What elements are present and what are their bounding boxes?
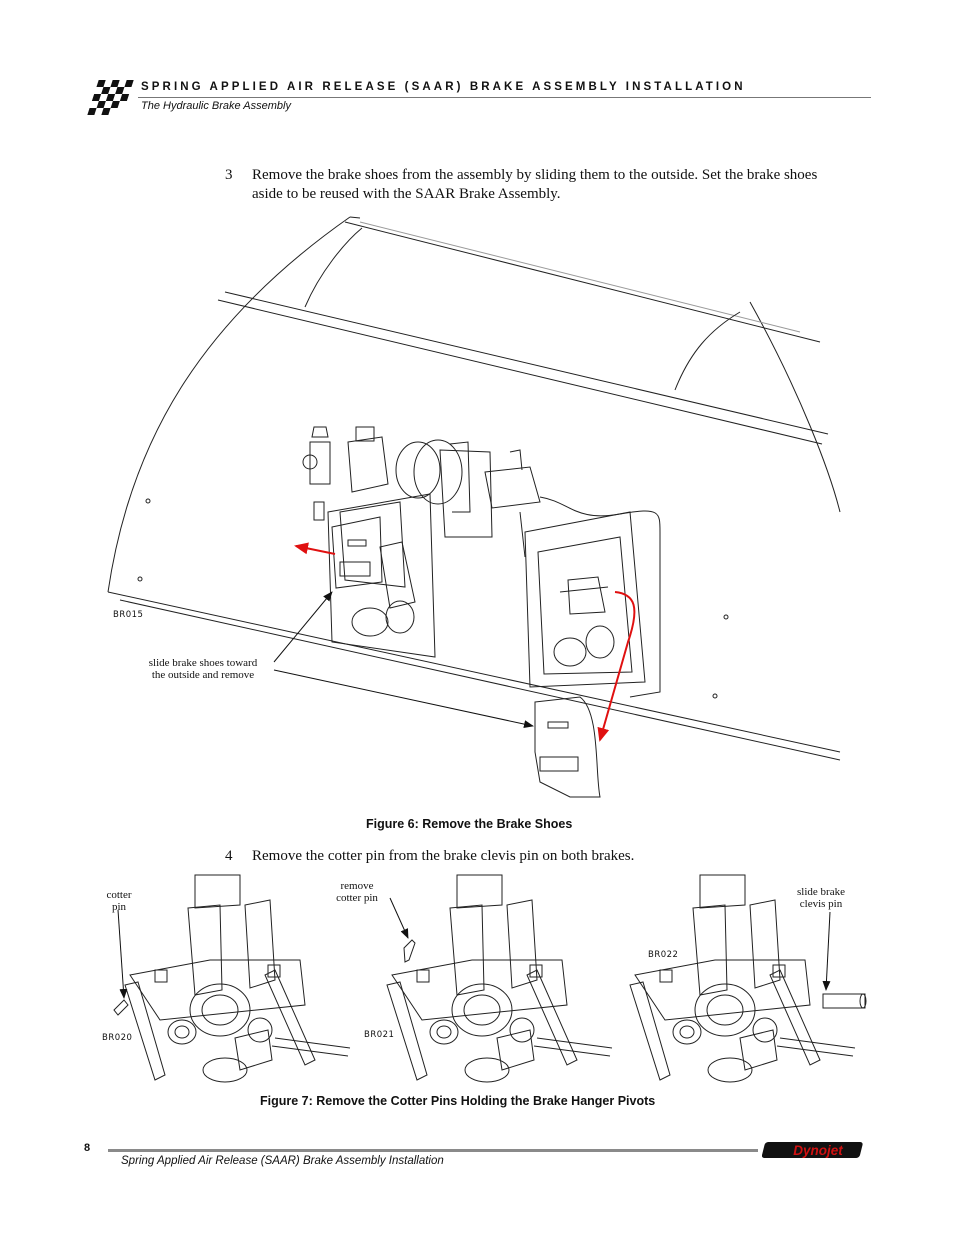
footer-divider <box>108 1149 758 1152</box>
figure-6-code: BR015 <box>113 610 144 620</box>
figure-7-code: BR020 <box>102 1033 133 1043</box>
callout-line: the outside and remove <box>151 669 255 681</box>
figure-7-label-cotter-pin: cotter pin <box>94 889 144 913</box>
figure-7-illustration <box>113 874 867 1083</box>
callout-line: remove <box>340 880 374 892</box>
step-3: 3 Remove the brake shoes from the assemb… <box>0 166 954 206</box>
figure-7-label-remove-cotter-pin: remove cotter pin <box>322 880 392 904</box>
logo-text: Dynojet <box>793 1143 843 1158</box>
checkered-flag-icon <box>87 80 134 115</box>
header-divider <box>138 97 871 98</box>
figure-6-callout: slide brake shoes toward the outside and… <box>128 657 278 681</box>
step-number: 3 <box>225 167 233 183</box>
callout-line: slide brake shoes toward <box>148 657 258 669</box>
step-text: Remove the brake shoes from the assembly… <box>252 167 818 202</box>
callout-line: cotter <box>106 889 132 901</box>
header-title: SPRING APPLIED AIR RELEASE (SAAR) BRAKE … <box>141 81 746 93</box>
figure-7-label-slide-clevis-pin: slide brake clevis pin <box>782 886 860 910</box>
figure-7-code: BR022 <box>648 950 679 960</box>
page-number: 8 <box>84 1142 91 1154</box>
dynojet-logo: Dynojet <box>762 1142 863 1158</box>
header-subtitle: The Hydraulic Brake Assembly <box>141 100 291 112</box>
footer-text: Spring Applied Air Release (SAAR) Brake … <box>121 1155 444 1167</box>
step-number: 4 <box>225 848 233 864</box>
callout-line: pin <box>111 901 127 913</box>
callout-line: clevis pin <box>799 898 843 910</box>
figure-7-caption: Figure 7: Remove the Cotter Pins Holding… <box>260 1094 656 1108</box>
figure-6-illustration <box>107 216 841 798</box>
callout-line: cotter pin <box>336 892 378 904</box>
step-text: Remove the cotter pin from the brake cle… <box>252 848 635 864</box>
step-4: 4 Remove the cotter pin from the brake c… <box>0 847 954 869</box>
figure-6-caption: Figure 6: Remove the Brake Shoes <box>366 817 573 831</box>
figure-7-code: BR021 <box>364 1030 395 1040</box>
callout-line: slide brake <box>797 886 845 898</box>
